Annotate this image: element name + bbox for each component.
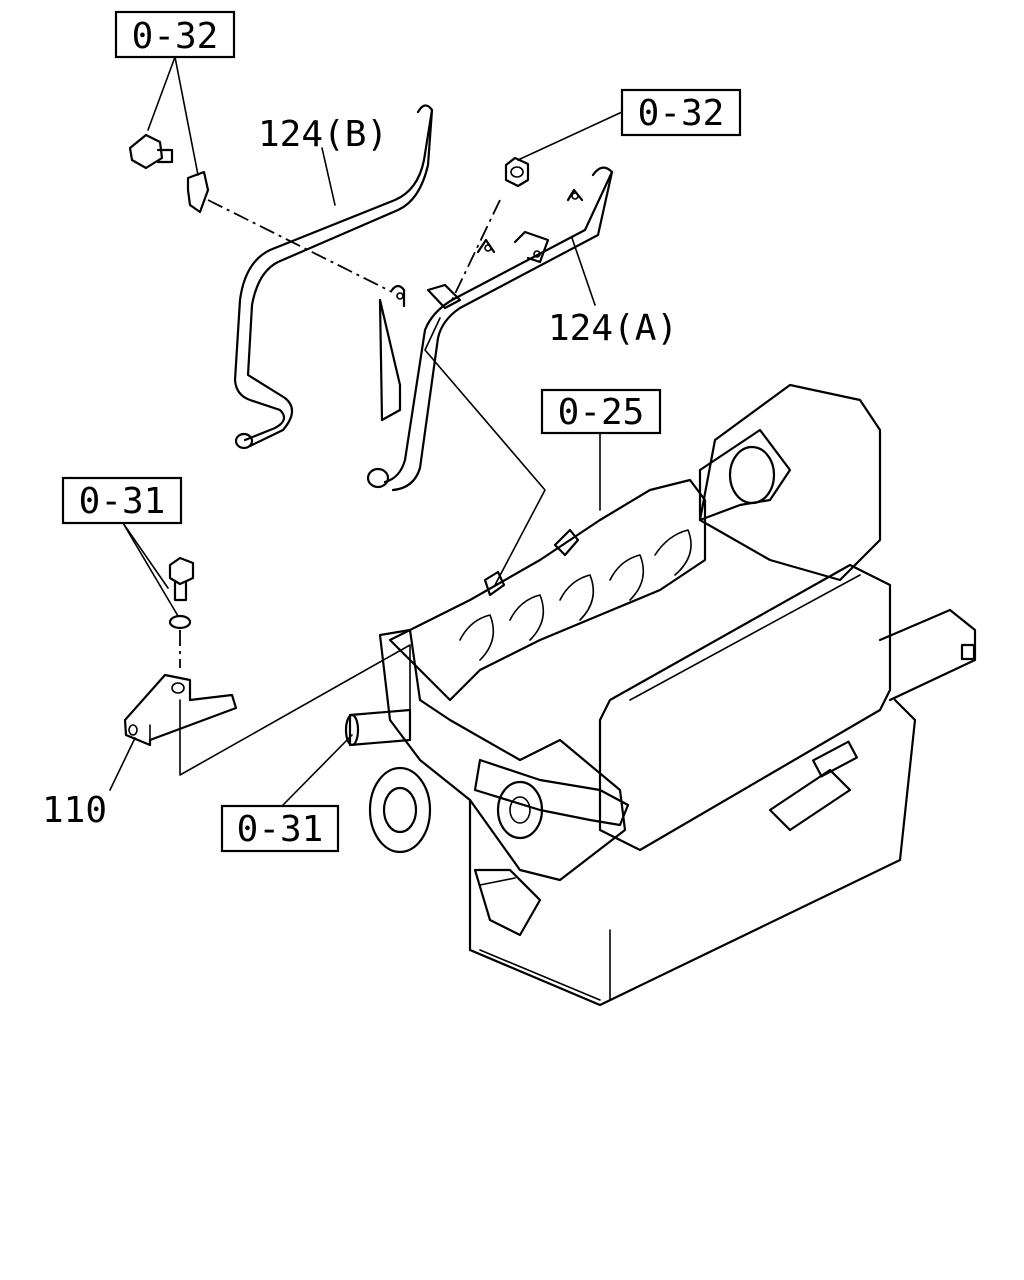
nut-top-right[interactable] [504, 156, 530, 188]
bracket-110[interactable] [123, 673, 238, 747]
pipe-124a[interactable] [366, 166, 614, 492]
ref-box-top-right[interactable]: 0-32 [620, 88, 742, 137]
bolt-left[interactable] [168, 556, 195, 630]
part-label-124b: 124(B) [258, 114, 388, 155]
ref-box-left[interactable]: 0-31 [61, 476, 183, 525]
leader-lines [109, 56, 623, 806]
ref-label-top-left: 0-32 [132, 16, 219, 57]
ref-box-bottom[interactable]: 0-31 [220, 804, 340, 853]
ref-box-top-left[interactable]: 0-32 [114, 10, 236, 59]
engine-assembly [344, 383, 977, 1007]
part-label-110: 110 [42, 790, 107, 831]
pipe-124b[interactable] [233, 104, 434, 450]
clip-top-left[interactable] [186, 170, 210, 214]
ref-label-mid: 0-25 [558, 392, 645, 433]
ref-label-top-right: 0-32 [638, 93, 725, 134]
part-label-124a: 124(A) [548, 308, 678, 349]
ref-box-mid[interactable]: 0-25 [540, 388, 662, 435]
bolt-top-left[interactable] [128, 133, 174, 170]
ref-label-bottom: 0-31 [237, 809, 324, 850]
ref-label-left: 0-31 [79, 481, 166, 522]
